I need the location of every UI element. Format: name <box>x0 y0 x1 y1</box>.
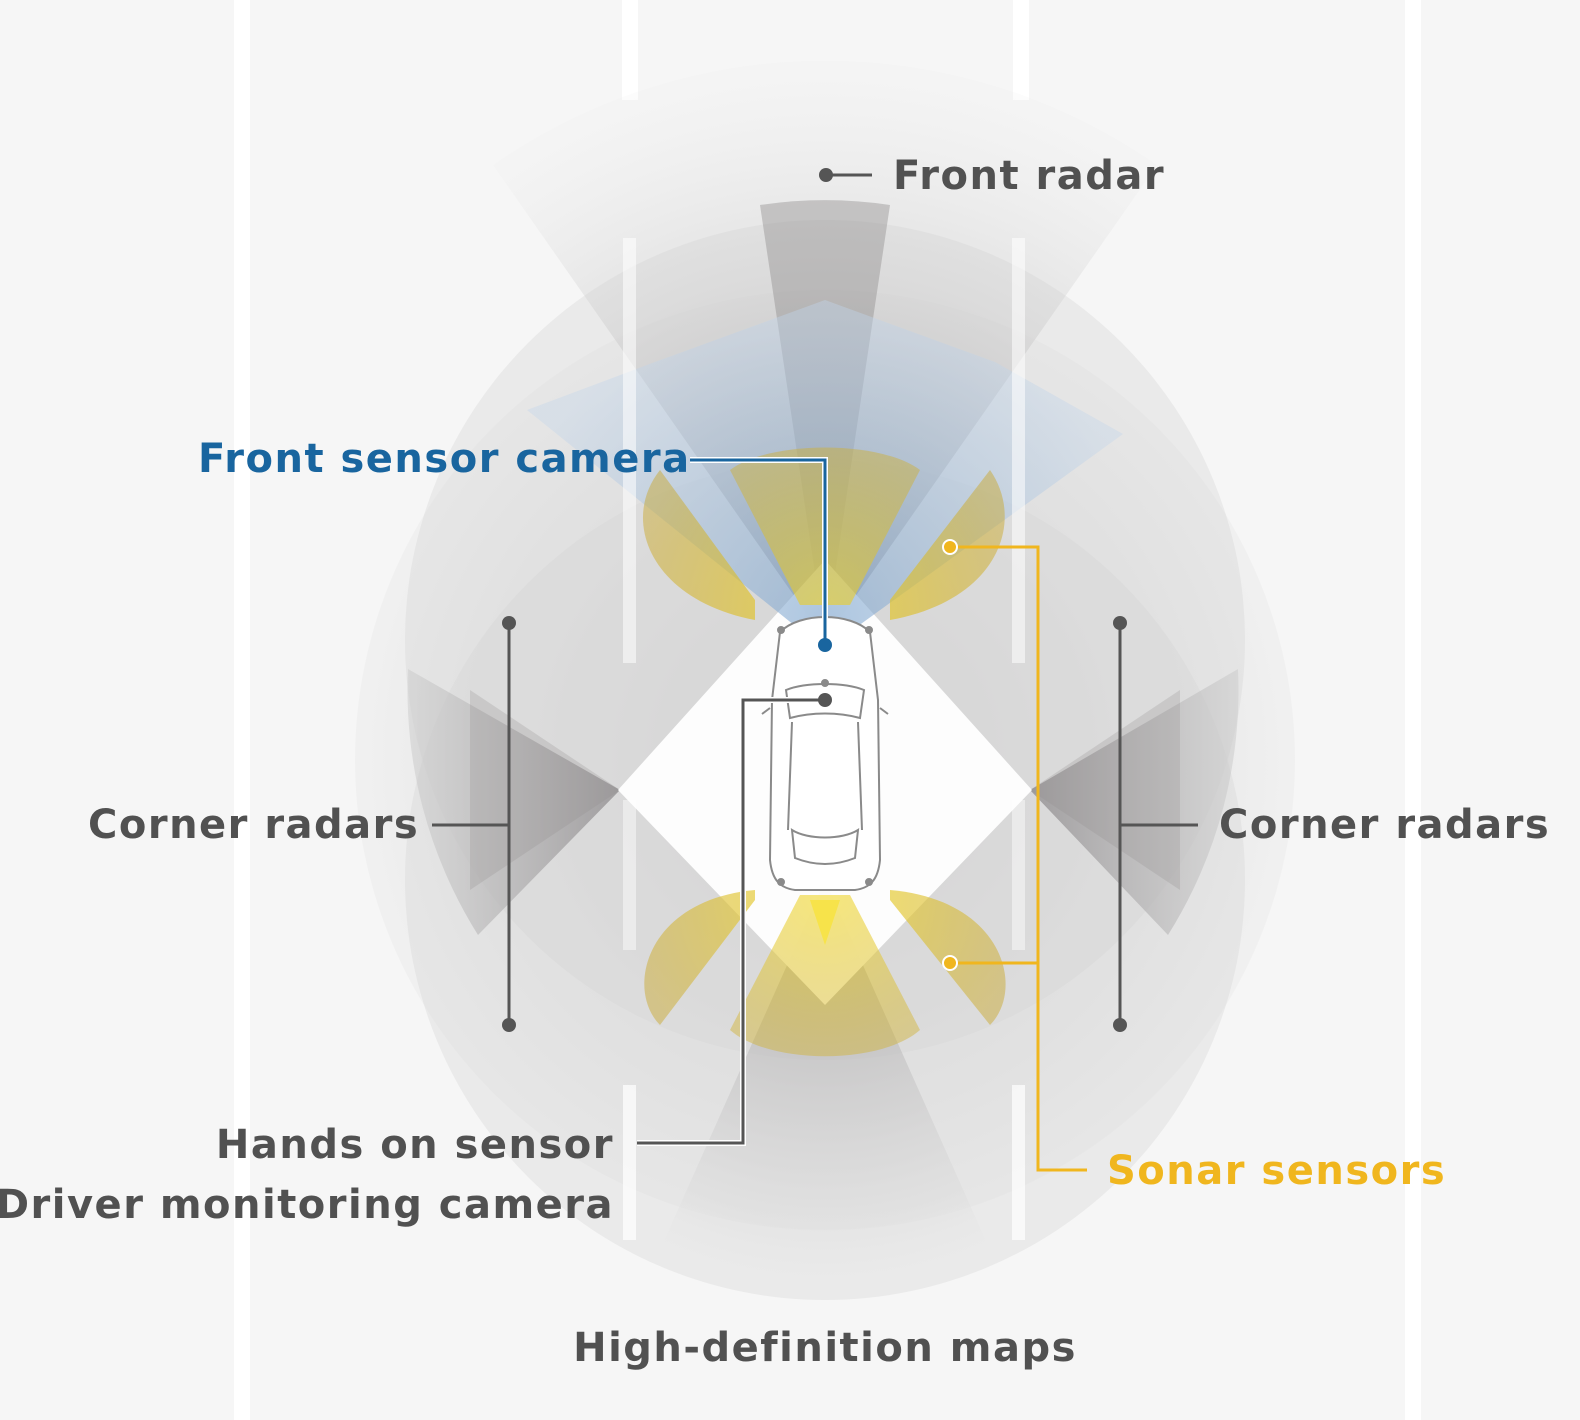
lane-markings-inner <box>623 238 1025 1240</box>
lane-markings <box>234 0 1421 1420</box>
lane-line-outer-right <box>1405 0 1421 1420</box>
corner-radars-left-label: Corner radars <box>88 802 420 848</box>
front-radar-label: Front radar <box>893 153 1166 199</box>
hands-on-sensor-leader <box>637 693 832 1146</box>
sonar-sensors-label: Sonar sensors <box>1107 1148 1447 1194</box>
corner-radars-right-bracket <box>1113 616 1198 1032</box>
front-camera-leader <box>690 457 832 652</box>
rear-radar-field <box>660 880 990 1284</box>
sonar-sensors-leader <box>942 539 1087 1172</box>
driver-monitoring-camera-label: Driver monitoring camera <box>0 1182 614 1228</box>
corner-radars-right-label: Corner radars <box>1219 802 1551 848</box>
hands-on-sensor-label: Hands on sensor <box>215 1122 614 1168</box>
corner-radars-left-bracket <box>432 616 516 1032</box>
hd-maps-label: High-definition maps <box>573 1325 1077 1371</box>
car-top-view-icon <box>761 616 889 891</box>
front-radar-leader <box>819 168 872 182</box>
lane-line-outer-left <box>234 0 250 1420</box>
lane-dash <box>622 0 638 100</box>
lane-dash <box>1013 0 1029 100</box>
front-sensor-camera-label: Front sensor camera <box>198 436 691 482</box>
